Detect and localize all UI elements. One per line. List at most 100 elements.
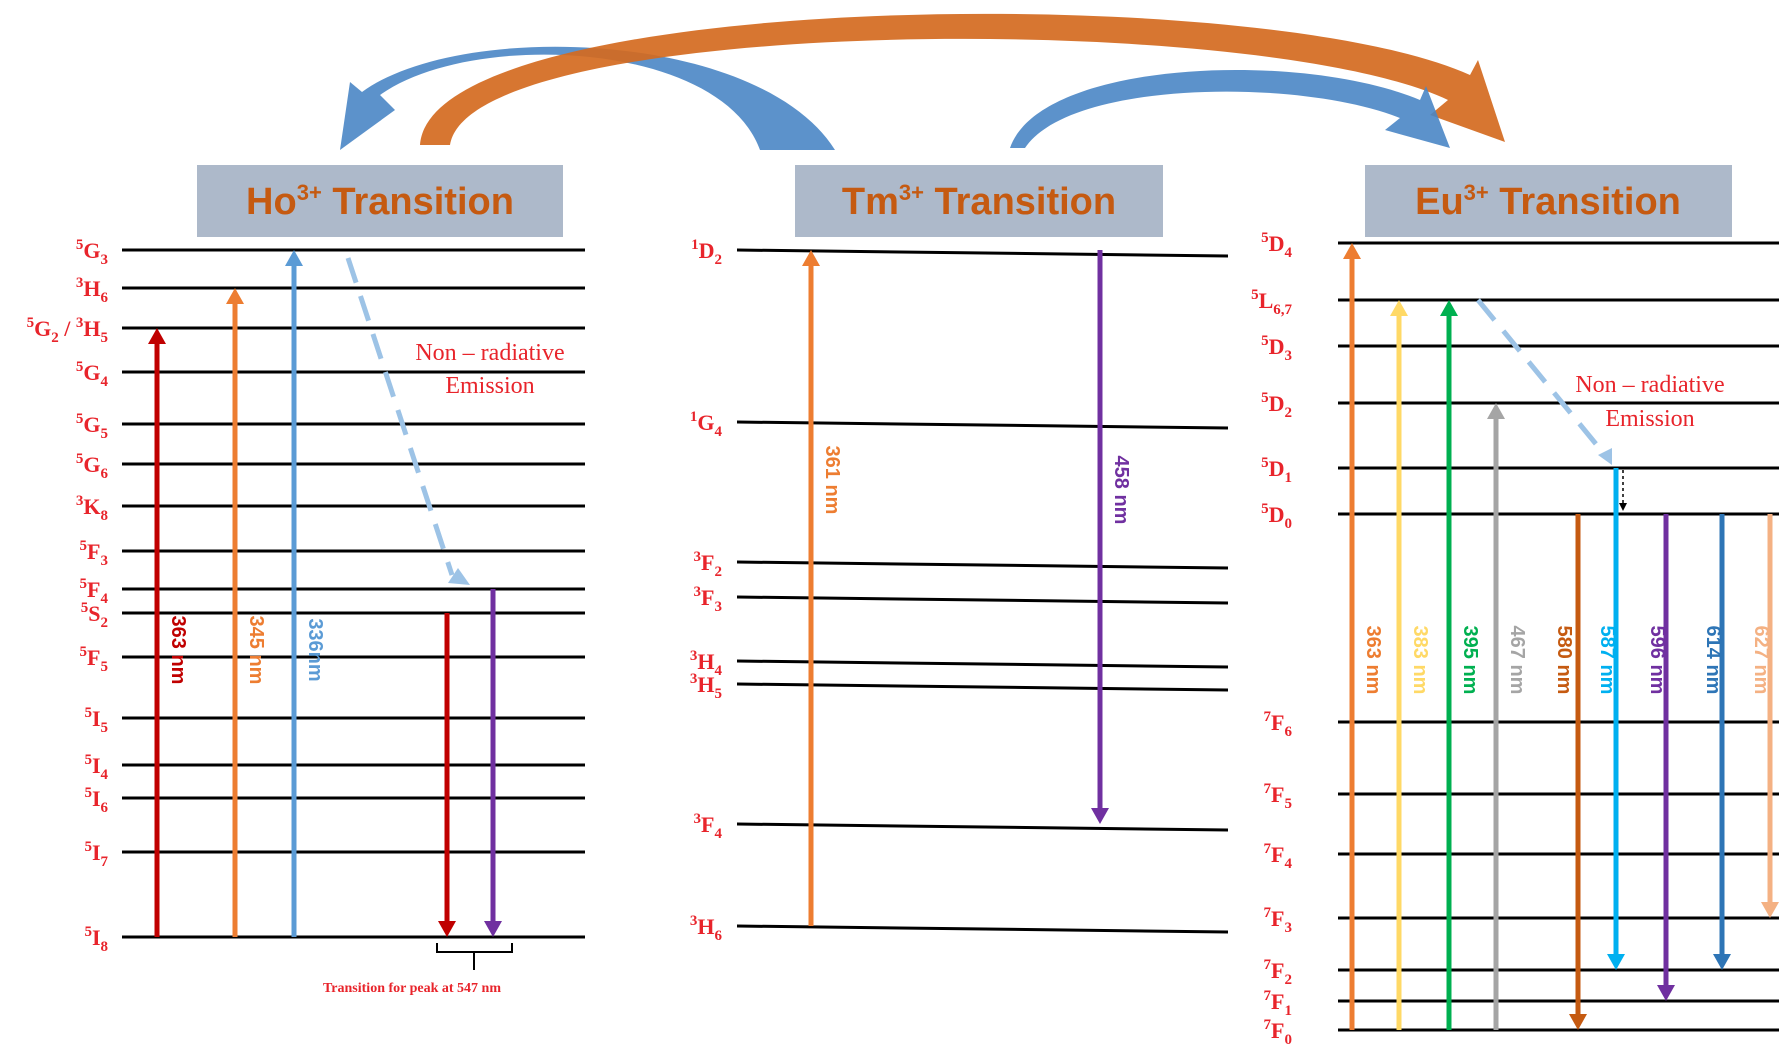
eu-energy-levels: 5D4 5L6,7 5D3 5D2 5D1 5D0 7F6 7F5 7F4 7F3 7F27F17F… [1251, 230, 1779, 1048]
level-label: 3H6 [76, 275, 109, 306]
eu-nonradiative-note-line1: Non – radiative [1575, 372, 1724, 398]
wavelength-label: 458 nm [1110, 456, 1132, 525]
eu-title: Eu3+ Transition [1415, 180, 1681, 223]
wavelength-label: 580 nm [1553, 626, 1575, 695]
wavelength-label: 361 nm [821, 446, 843, 515]
level-label: 5G2 / 3H5 [27, 315, 108, 346]
transition-arrow-head [802, 250, 820, 266]
wavelength-label: 395 nm [1459, 626, 1481, 695]
eu-nonradiative-note-line2: Emission [1605, 406, 1694, 432]
wavelength-label: 345 nm [245, 616, 267, 685]
level-label: 7F4 [1264, 841, 1293, 872]
tm-title-box: Tm3+ Transition [795, 165, 1163, 237]
level-label: 3F4 [694, 811, 723, 842]
level-label: 1D2 [691, 237, 722, 268]
wavelength-label: 627 nm [1750, 626, 1772, 695]
level-label: 5I4 [84, 752, 108, 783]
transition-arrow-head [1569, 1014, 1587, 1030]
level-label: 5D1 [1261, 455, 1292, 486]
transition-arrow-head [1440, 300, 1458, 316]
energy-level-line [736, 560, 1229, 570]
level-label: 5G6 [76, 451, 109, 482]
nonradiative-dash-arrow [345, 257, 455, 576]
energy-level-line [736, 682, 1229, 692]
nonradiative-dash-arrow [1476, 298, 1607, 457]
wavelength-label: 363 nm [1362, 626, 1384, 695]
energy-level-line [736, 248, 1229, 258]
wavelength-label: 336nm [304, 618, 326, 681]
transition-arrow-head [438, 921, 456, 937]
level-label: 7F6 [1264, 709, 1293, 740]
wavelength-label: 383 nm [1409, 626, 1431, 695]
energy-transfer-arrows [340, 13, 1505, 150]
transition-arrow-head [1390, 300, 1408, 316]
level-label: 5F5 [80, 644, 108, 675]
level-label: 5S2 [81, 600, 108, 631]
peak-bracket [436, 943, 513, 970]
level-label: 1G4 [690, 409, 723, 440]
level-label: 5F3 [80, 538, 108, 569]
level-label: 7F0 [1264, 1017, 1292, 1048]
transfer-arrow-tm-to-eu [1010, 69, 1450, 148]
level-label: 5G4 [76, 359, 109, 390]
nonradiative-dash-arrow-head [1598, 448, 1612, 465]
transfer-arrow-ho-to-eu [420, 13, 1505, 145]
level-label: 5I7 [84, 839, 108, 870]
level-label: 5D2 [1261, 390, 1292, 421]
wavelength-label: 467 nm [1506, 626, 1528, 695]
level-label: 5D3 [1261, 333, 1292, 364]
transition-arrow-head [1657, 985, 1675, 1001]
level-label: 5L6,7 [1251, 287, 1292, 318]
wavelength-label: 363 nm [167, 616, 189, 685]
energy-level-line [736, 924, 1229, 934]
transition-arrow-head [1761, 902, 1779, 918]
level-label: 5G5 [76, 411, 108, 442]
level-label: 3H6 [690, 913, 723, 944]
transition-arrow-head [1607, 954, 1625, 970]
level-label: 5F4 [80, 576, 109, 607]
transition-arrow-head [285, 250, 303, 266]
level-label: 5I5 [84, 705, 108, 736]
level-label: 3F3 [694, 584, 722, 615]
level-label: 3K8 [76, 493, 108, 524]
transfer-arrow-tm-to-ho [340, 46, 835, 150]
level-label: 7F2 [1264, 957, 1292, 988]
transition-arrow-head [148, 328, 166, 344]
ho-nonradiative-note-line2: Emission [445, 373, 534, 399]
level-label: 5G3 [76, 237, 108, 268]
nonradiative-dash-arrow-head [448, 568, 470, 585]
level-label: 7F1 [1264, 988, 1292, 1019]
ho-title: Ho3+ Transition [246, 180, 514, 223]
ho-peak-caption: Transition for peak at 547 nm [323, 981, 501, 996]
transition-arrow-head [484, 921, 502, 937]
level-label: 3H5 [690, 671, 722, 702]
energy-level-line [736, 595, 1229, 605]
transition-arrow-head [226, 288, 244, 304]
level-label: 5D0 [1261, 501, 1292, 532]
ho-nonradiative-note-line1: Non – radiative [415, 340, 564, 366]
energy-level-line [736, 659, 1229, 669]
wavelength-label: 614 nm [1702, 626, 1724, 695]
transition-arrow-head [1487, 403, 1505, 419]
ho-title-box: Ho3+ Transition [197, 165, 563, 237]
tm-title: Tm3+ Transition [842, 180, 1116, 223]
level-label: 3H4 [690, 648, 723, 679]
level-label: 5I6 [84, 785, 108, 816]
level-label: 5I8 [84, 924, 108, 955]
level-label: 5D4 [1261, 230, 1292, 261]
energy-level-line [736, 420, 1229, 430]
transition-arrow-head [1091, 808, 1109, 824]
level-label: 3F2 [694, 549, 722, 580]
level-label: 7F5 [1264, 781, 1292, 812]
wavelength-label: 587 nm [1596, 626, 1618, 695]
transition-arrow-head [1713, 954, 1731, 970]
wavelength-label: 596 nm [1646, 626, 1668, 695]
eu-title-box: Eu3+ Transition [1365, 165, 1732, 237]
relaxation-dotted-arrow-head [1619, 503, 1627, 511]
level-label: 7F3 [1264, 905, 1292, 936]
energy-level-line [736, 822, 1229, 832]
transition-arrow-head [1343, 243, 1361, 259]
